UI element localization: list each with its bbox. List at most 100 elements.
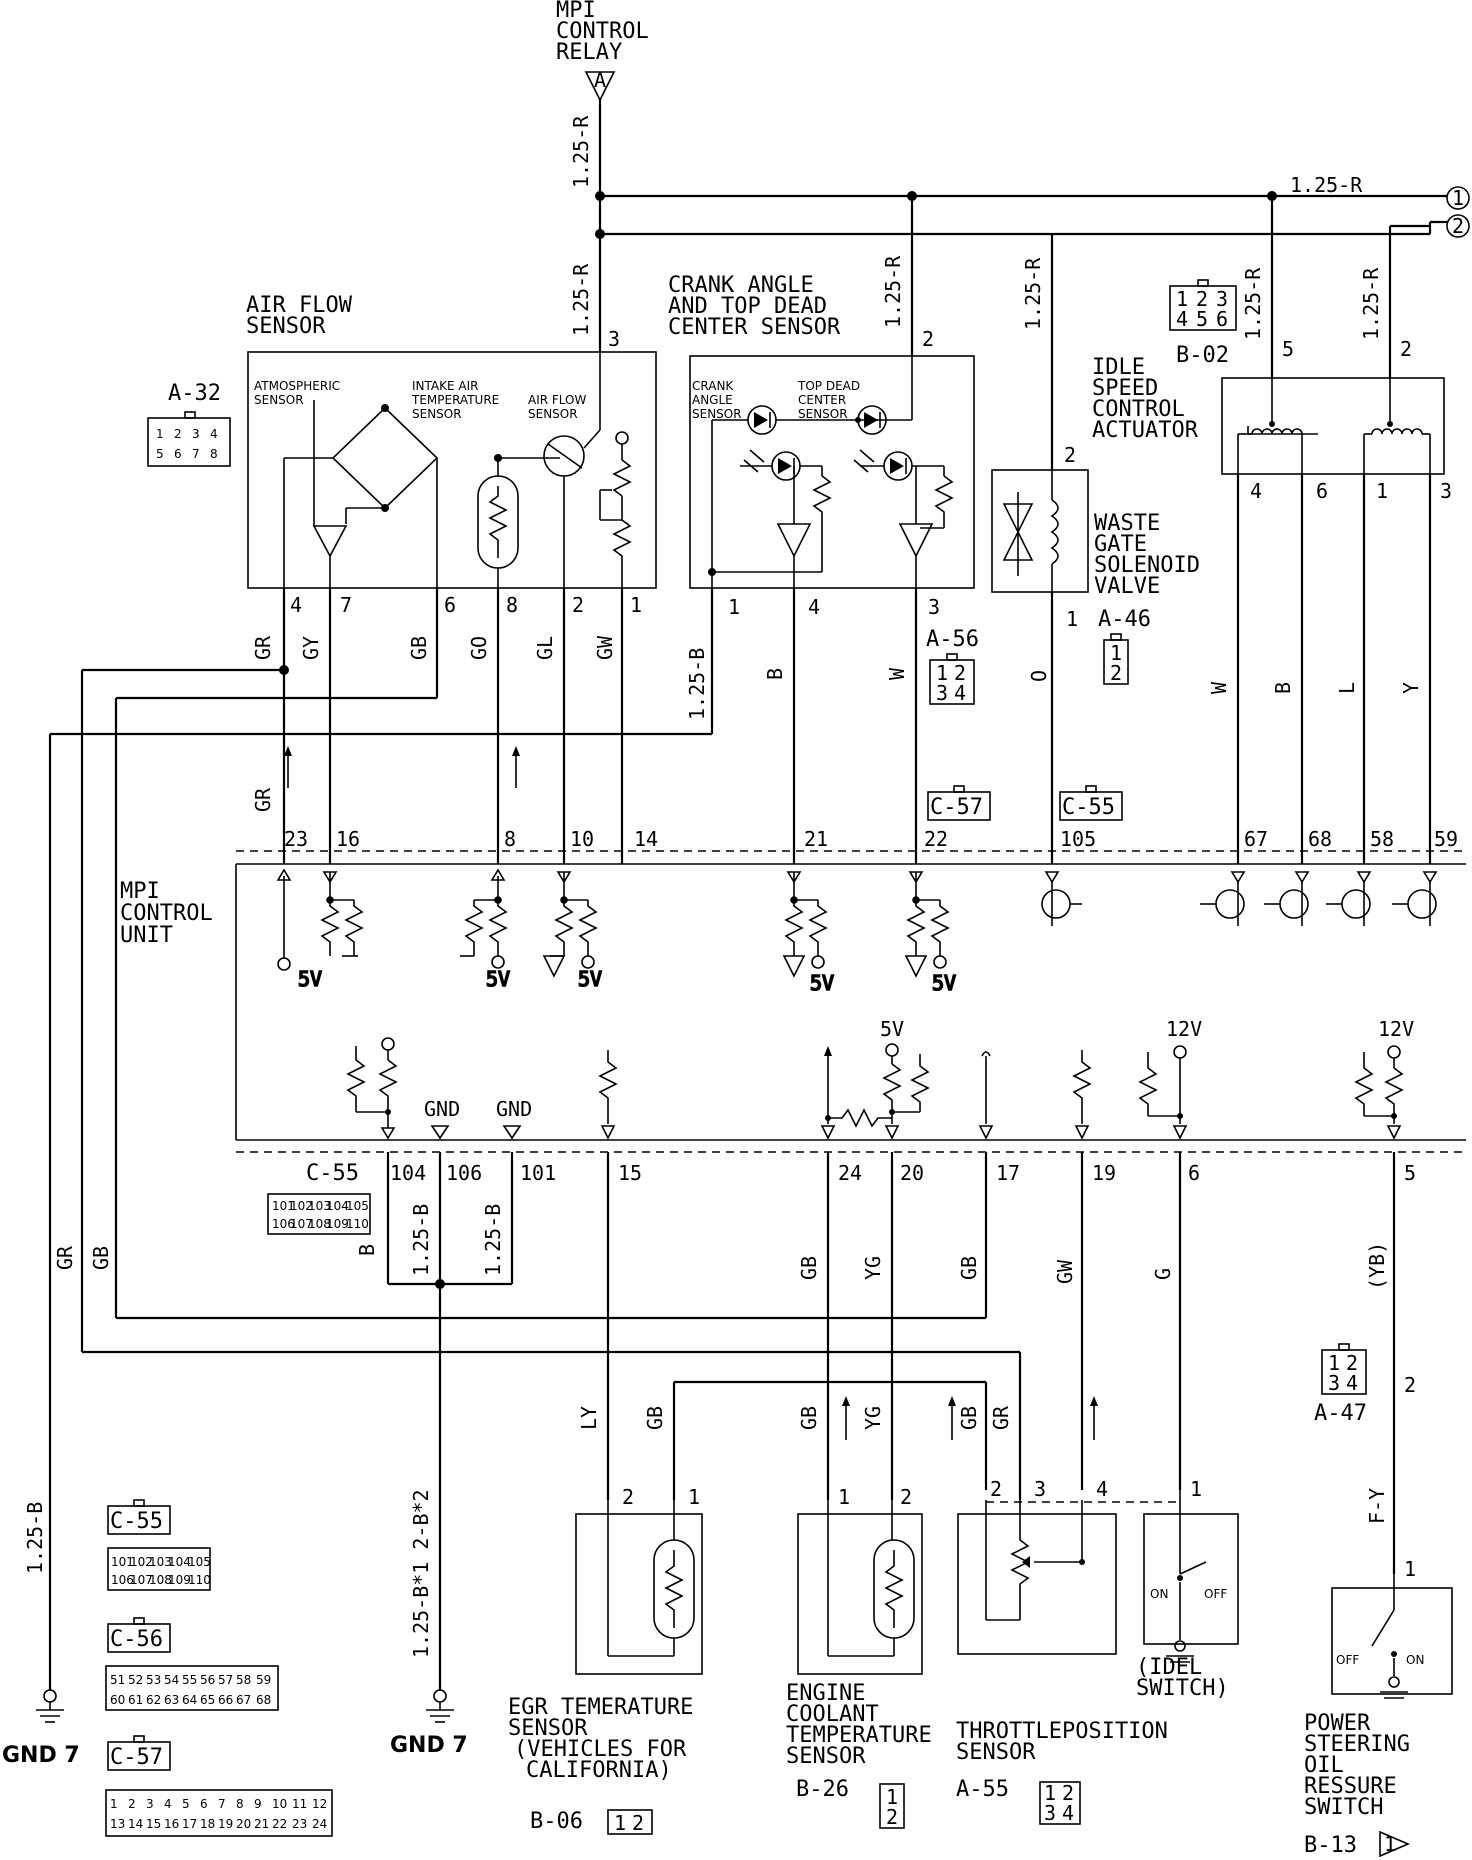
svg-text:17: 17	[182, 1817, 197, 1831]
ps-title-5: SWITCH	[1304, 1795, 1383, 1820]
svg-text:19: 19	[218, 1817, 233, 1831]
ecu-pin-106: 106	[446, 1161, 482, 1185]
cas-title-3: CENTER SENSOR	[668, 315, 841, 340]
left-ground-symbol	[36, 1689, 64, 1723]
airflow-label-1: AIR FLOW	[528, 393, 587, 407]
ect-title-1: ENGINE	[786, 1681, 865, 1706]
afs-title-1: AIR FLOW	[246, 293, 353, 318]
svg-text:66: 66	[218, 1693, 233, 1707]
svg-text:6: 6	[200, 1797, 208, 1811]
legend-c56: C-56	[107, 1617, 171, 1653]
ecu-pin-15: 15	[618, 1161, 642, 1185]
intake-air-label-1: INTAKE AIR	[412, 379, 478, 393]
wg-connector-label: A-46	[1098, 607, 1151, 632]
ps-marker: 1	[1384, 1832, 1396, 1856]
ps-title-4: RESSURE	[1304, 1774, 1397, 1799]
idle-switch-box	[1143, 1513, 1239, 1645]
svg-text:14: 14	[128, 1817, 143, 1831]
lower-wire-gb-17: GB	[957, 1256, 981, 1280]
crank-angle-sensor: CRANK ANGLE AND TOP DEAD CENTER SENSOR 1…	[668, 196, 979, 705]
wg-title-3: SOLENOID	[1094, 553, 1200, 578]
relay-wire-label: 1.25-R	[569, 115, 593, 188]
svg-text:12: 12	[312, 1797, 327, 1811]
tps-pin-4: 4	[1096, 1477, 1108, 1501]
ecu-pin-101: 101	[520, 1161, 556, 1185]
afs-pin-2: 2	[572, 593, 584, 617]
svg-text:9: 9	[254, 1797, 262, 1811]
svg-text:C-55: C-55	[110, 1509, 163, 1534]
egr-title-4: CALIFORNIA)	[526, 1758, 672, 1783]
lower-sensor-wires: LY GB GB YG GB GR GB YG GB GW G (YB) F-Y	[577, 1152, 1396, 1574]
svg-text:2: 2	[886, 1805, 898, 1829]
svg-text:1: 1	[614, 1811, 626, 1835]
svg-text:62: 62	[146, 1693, 161, 1707]
ecu-connector-c55: C-55	[1059, 785, 1123, 821]
isc-pin2-wire-label: 1.25-R	[1359, 267, 1383, 340]
egr-title-1: EGR TEMERATURE	[508, 1695, 693, 1720]
ecu-pin-24: 24	[838, 1161, 862, 1185]
left-gnd-label: GND 7	[2, 1743, 80, 1768]
egr-title-3: (VEHICLES FOR	[514, 1737, 687, 1762]
tps-title-1: THROTTLEPOSITION	[956, 1719, 1168, 1744]
ect-box	[797, 1513, 923, 1675]
terminal-2	[1446, 214, 1470, 238]
ect-title-2: COOLANT	[786, 1702, 879, 1727]
ecu-5v-label-2: 5V	[486, 967, 510, 991]
cas-pin-3: 3	[928, 595, 940, 619]
svg-text:109: 109	[168, 1573, 191, 1587]
ecu-pin-68: 68	[1308, 827, 1332, 851]
crank-label-1: CRANK	[692, 379, 734, 393]
idle-switch-ground	[1166, 1640, 1194, 1663]
ecu-pin-10: 10	[570, 827, 594, 851]
lower-wire-yg-20: YG	[861, 1256, 885, 1280]
svg-text:1: 1	[156, 427, 164, 441]
egr-connector-label: B-06	[530, 1809, 583, 1834]
cas-wires: 1.25-B B W	[50, 588, 918, 864]
ecu-pin-5: 5	[1404, 1161, 1416, 1185]
waste-gate-solenoid-valve: 1.25-R 2 1 WASTE GATE SOLENOID VALVE A-4…	[991, 234, 1200, 864]
afs-wires: GR GY GB GO GL GW GR	[82, 588, 624, 864]
svg-text:8: 8	[236, 1797, 244, 1811]
ps-connector-a47: 1 2 3 4	[1321, 1343, 1367, 1395]
wg-supply-wire-label: 1.25-R	[1021, 257, 1045, 330]
svg-text:105: 105	[188, 1555, 211, 1569]
lower-wire-gb-egr: GB	[643, 1406, 667, 1430]
ps-title-3: OIL	[1304, 1753, 1344, 1778]
ecu-pin-20: 20	[900, 1161, 924, 1185]
ecu-5v-label-3: 5V	[578, 967, 602, 991]
ps-switch-box	[1331, 1587, 1453, 1695]
lower-wire-gb-coolant: GB	[797, 1406, 821, 1430]
ps-marker-triangle	[1379, 1830, 1411, 1858]
crank-label-3: SENSOR	[692, 407, 742, 421]
ecu-pin-59: 59	[1434, 827, 1458, 851]
svg-text:4: 4	[954, 681, 966, 705]
svg-text:58: 58	[236, 1673, 251, 1687]
wg-title-2: GATE	[1094, 532, 1147, 557]
svg-text:60: 60	[110, 1693, 125, 1707]
isc-title-1: IDLE	[1092, 355, 1145, 380]
lower-wire-fy: F-Y	[1365, 1488, 1389, 1524]
svg-text:5: 5	[1196, 307, 1208, 331]
svg-text:103: 103	[149, 1555, 172, 1569]
engine-coolant-temperature-sensor: 1 2 ENGINE COOLANT TEMPERATURE SENSOR B-…	[786, 1485, 932, 1829]
isc-wire-w: W	[1207, 681, 1231, 694]
svg-text:15: 15	[146, 1817, 161, 1831]
svg-text:4: 4	[1346, 1371, 1358, 1395]
ps-switch-ground	[1380, 1676, 1408, 1699]
relay-marker: A	[594, 68, 606, 92]
tps-box	[957, 1513, 1117, 1655]
egr-title-2: SENSOR	[508, 1716, 588, 1741]
ps-title-2: STEERING	[1304, 1732, 1410, 1757]
isc-pin-4: 4	[1250, 479, 1262, 503]
svg-text:C-55: C-55	[1062, 795, 1115, 820]
svg-text:7: 7	[218, 1797, 226, 1811]
lower-wire-gb-throttle: GB	[957, 1406, 981, 1430]
ect-connector-b26: 1 2	[879, 1783, 905, 1829]
relay-title-3: RELAY	[556, 40, 622, 65]
intake-air-label-2: TEMPERATURE	[411, 393, 499, 407]
svg-text:108: 108	[308, 1217, 331, 1231]
cas-wire-b: B	[763, 668, 787, 680]
ecu-title-2: CONTROL	[120, 901, 213, 926]
ect-pin-2: 2	[900, 1485, 912, 1509]
ecu-pin-6: 6	[1188, 1161, 1200, 1185]
